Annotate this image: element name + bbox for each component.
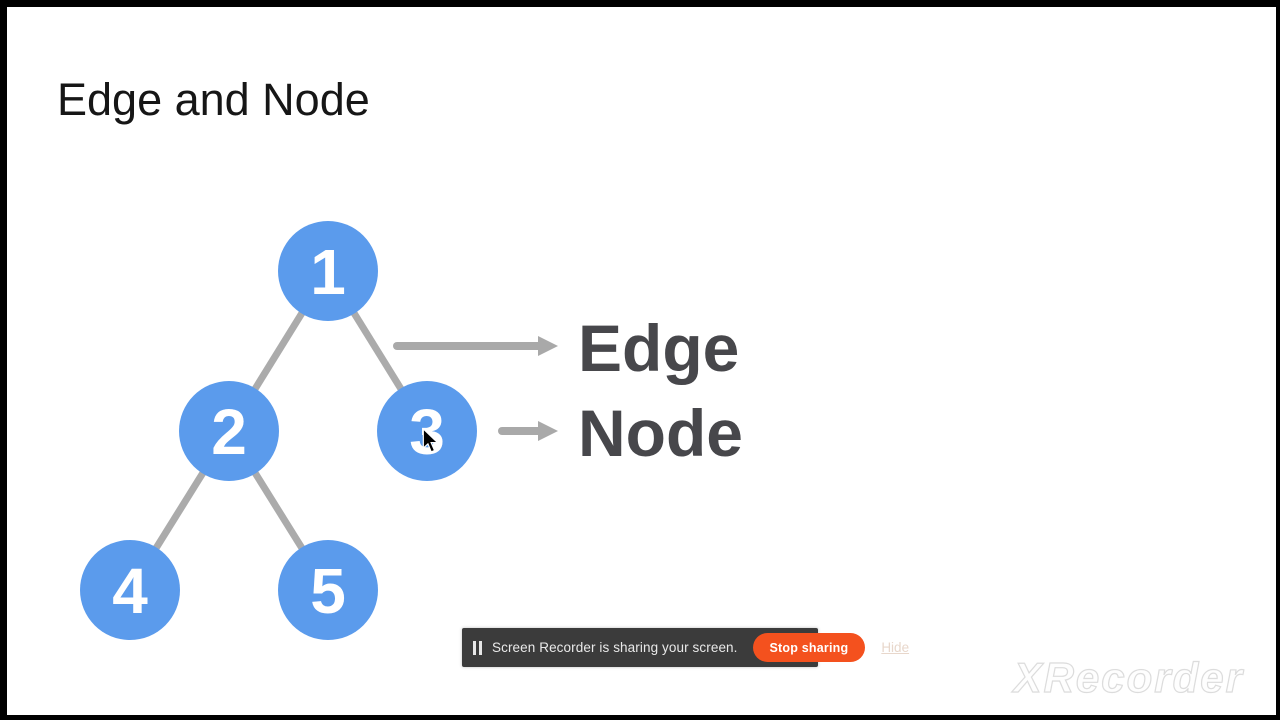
annotation-arrowhead [538, 336, 558, 356]
share-message: Screen Recorder is sharing your screen. [492, 640, 738, 655]
tree-node-label-4: 4 [112, 555, 148, 627]
node-label: Node [578, 396, 743, 470]
tree-node-label-2: 2 [211, 396, 247, 468]
pause-icon [473, 640, 482, 655]
tree-node-label-1: 1 [310, 236, 346, 308]
letterbox-top [0, 0, 1280, 7]
tree-node-2 [179, 381, 279, 481]
screen-share-bar: Screen Recorder is sharing your screen. … [462, 628, 909, 667]
tree-node-4 [80, 540, 180, 640]
hide-link[interactable]: Hide [881, 640, 910, 655]
stop-sharing-button[interactable]: Stop sharing [752, 633, 866, 662]
annotation-arrowhead [538, 421, 558, 441]
xrecorder-watermark: XRecorder [1013, 653, 1244, 701]
tree-node-1 [278, 221, 378, 321]
mouse-cursor [422, 428, 439, 453]
tree-node-3 [377, 381, 477, 481]
tree-node-5 [278, 540, 378, 640]
letterbox-right [1276, 0, 1280, 720]
edge-label: Edge [578, 311, 739, 385]
slide-title: Edge and Node [57, 74, 370, 125]
letterbox-bottom [0, 715, 1280, 720]
tree-node-label-5: 5 [310, 555, 346, 627]
letterbox-left [0, 0, 7, 720]
